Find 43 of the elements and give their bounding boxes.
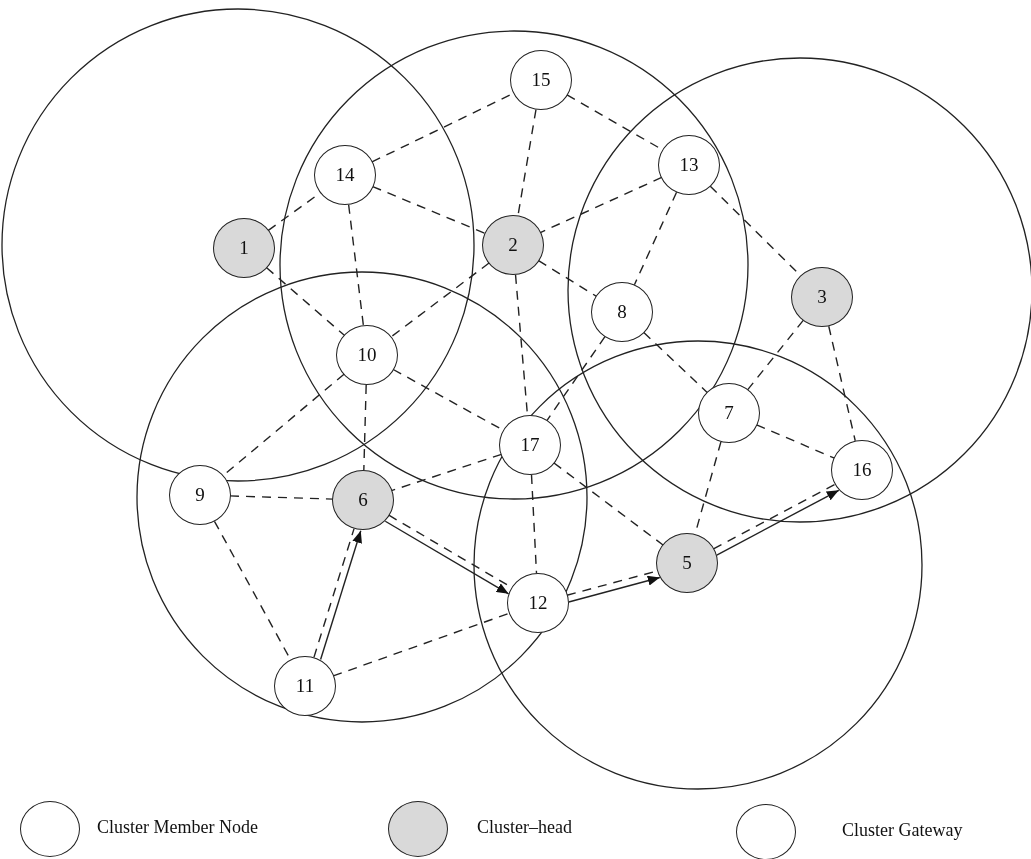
cluster-head-node: 2	[482, 215, 544, 275]
cluster-head-node: 5	[656, 533, 718, 593]
cluster-head-node: 3	[791, 267, 853, 327]
link-line	[633, 191, 678, 286]
link-line	[313, 527, 355, 659]
link-line	[390, 262, 490, 338]
arrow	[384, 520, 510, 595]
network-node: 15	[510, 50, 572, 110]
link-line	[712, 483, 837, 550]
link-line	[553, 462, 664, 546]
network-node: 16	[831, 440, 893, 500]
link-line	[539, 176, 663, 234]
link-line	[372, 185, 486, 235]
link-line	[229, 495, 334, 500]
arrow	[319, 530, 362, 661]
legend-label: Cluster Member Node	[97, 817, 258, 838]
link-line	[828, 325, 856, 442]
network-node: 12	[507, 573, 569, 633]
arrow	[568, 575, 661, 603]
link-line	[265, 267, 346, 336]
link-line	[363, 384, 367, 471]
link-line	[332, 612, 511, 677]
network-node: 10	[336, 325, 398, 385]
network-node: 8	[591, 282, 653, 342]
network-node: 7	[698, 383, 760, 443]
link-line	[546, 335, 606, 422]
network-node: 17	[499, 415, 561, 475]
cluster-head-node: 1	[213, 218, 275, 278]
network-node: 14	[314, 145, 376, 205]
legend-label: Cluster Gateway	[842, 820, 963, 841]
link-line	[537, 260, 598, 297]
network-node: 9	[169, 465, 231, 525]
arrow	[716, 489, 840, 556]
link-line	[390, 453, 503, 492]
link-line	[755, 424, 836, 459]
link-line	[347, 204, 365, 326]
link-line	[747, 319, 804, 391]
link-line	[643, 331, 708, 394]
cluster-head-node: 6	[332, 470, 394, 530]
link-line	[530, 474, 538, 574]
network-node: 13	[658, 135, 720, 195]
network-node: 11	[274, 656, 336, 716]
legend-label: Cluster–head	[477, 817, 572, 838]
